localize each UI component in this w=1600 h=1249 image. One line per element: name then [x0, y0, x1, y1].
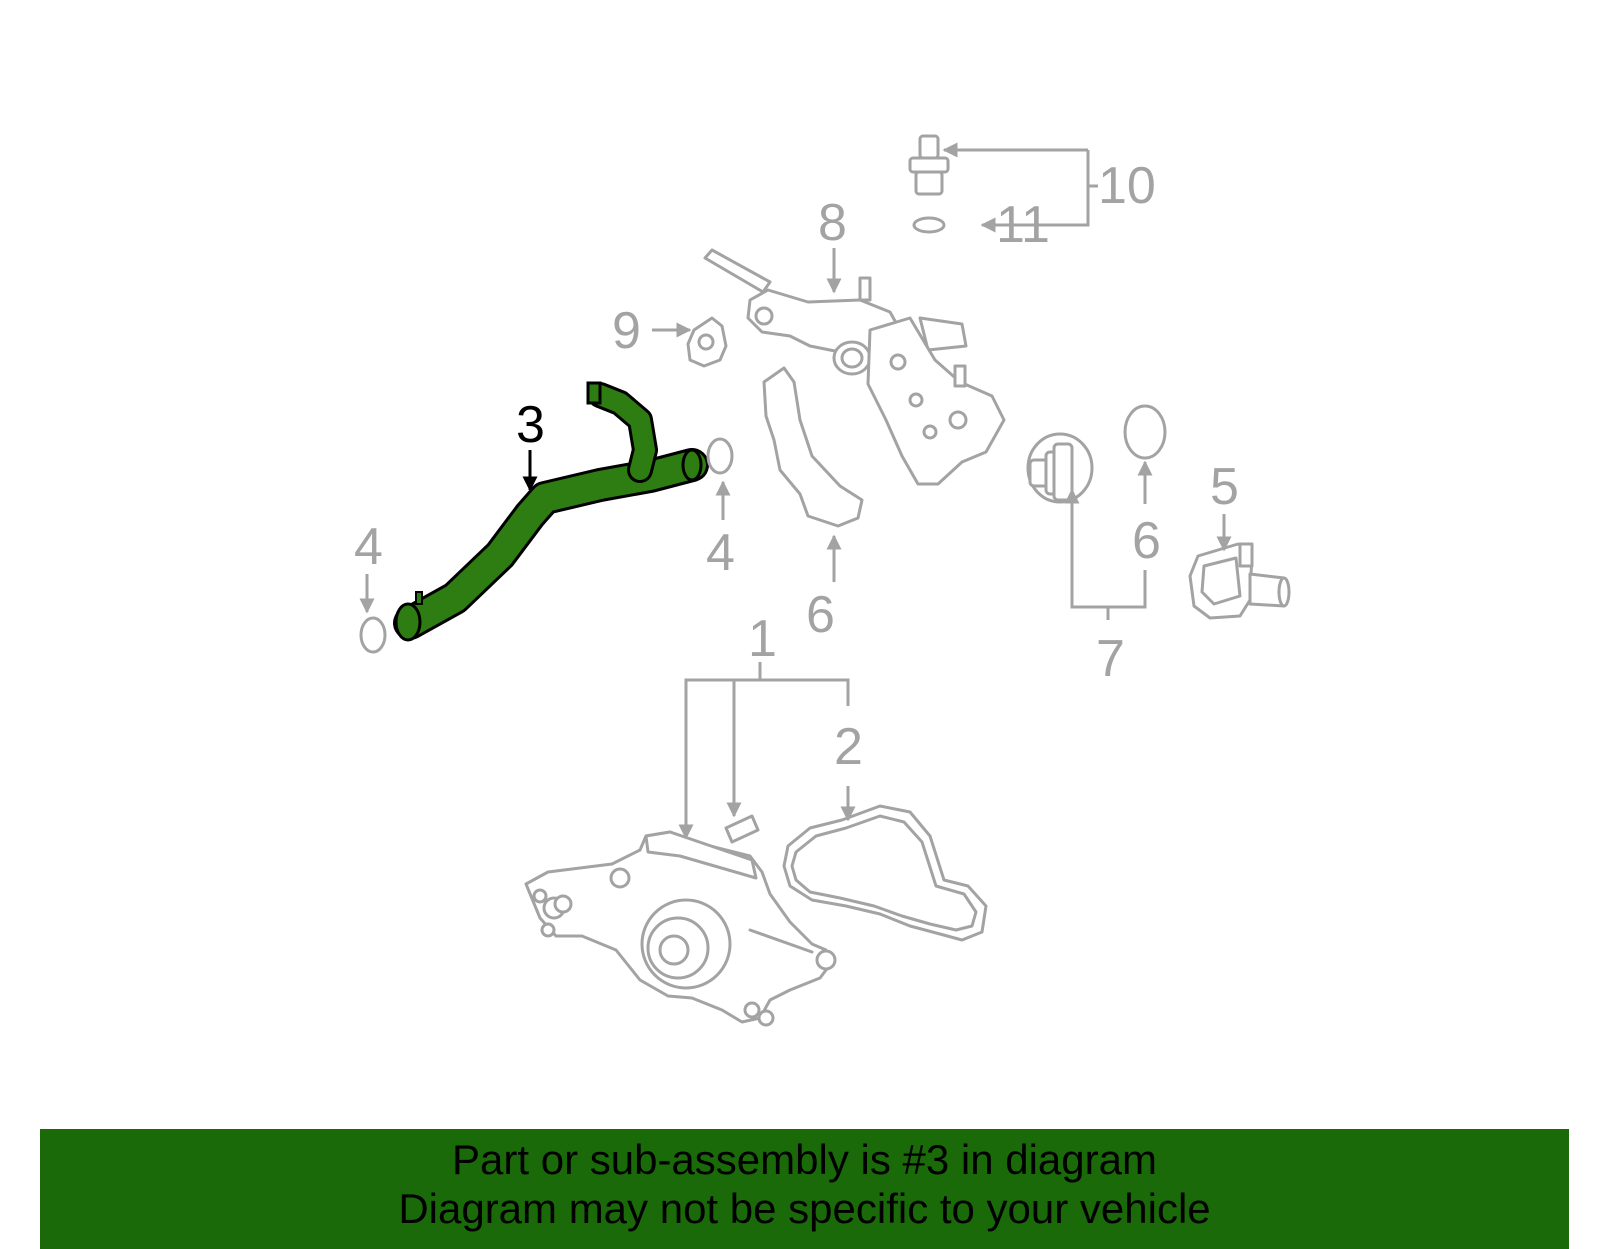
bolt-part	[908, 134, 950, 196]
callout-2: 2	[834, 718, 863, 776]
callout-4-right: 4	[706, 524, 735, 582]
callout-8: 8	[818, 194, 847, 252]
flange-gasket-part	[686, 316, 728, 368]
callout-5: 5	[1210, 458, 1239, 516]
pump-gasket-part	[782, 804, 988, 942]
leader-11-12	[942, 142, 1098, 233]
small-o-ring-part	[912, 216, 946, 234]
o-ring-part-right	[706, 437, 734, 475]
callout-1: 1	[748, 610, 777, 668]
water-passage-part	[703, 248, 1006, 486]
callout-3: 3	[516, 396, 545, 454]
callout-10: 6	[806, 586, 835, 644]
callout-9: 9	[612, 302, 641, 360]
thermostat-part	[1026, 432, 1094, 504]
leader-6-7	[1064, 460, 1153, 620]
thermostat-seal-part	[1123, 404, 1167, 460]
callout-7: 7	[1096, 630, 1125, 688]
coolant-pipe-part	[393, 381, 709, 642]
callout-6: 6	[1132, 512, 1161, 570]
callout-4-left: 4	[354, 518, 383, 576]
banner-line-1: Part or sub-assembly is #3 in diagram	[452, 1136, 1157, 1183]
callout-12: 11	[996, 196, 1050, 254]
callout-11: 10	[1098, 157, 1156, 215]
dowel-pin-part	[724, 814, 760, 844]
o-ring-part-left	[359, 616, 387, 654]
banner-line-2: Diagram may not be specific to your vehi…	[398, 1185, 1211, 1232]
leader-1-2	[678, 662, 856, 840]
water-pump-part	[524, 830, 837, 1027]
thermostat-cover-part	[1188, 542, 1291, 620]
notice-banner: Part or sub-assembly is #3 in diagram Di…	[40, 1129, 1569, 1249]
gasket-plate-part	[762, 366, 864, 528]
